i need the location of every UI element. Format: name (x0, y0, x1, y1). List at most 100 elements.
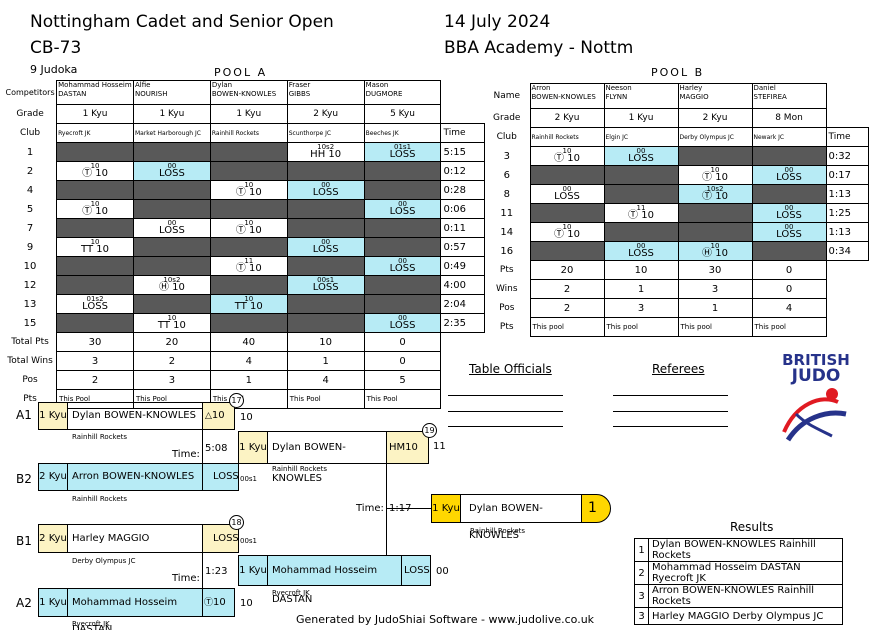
match-cell (56, 313, 134, 333)
venue: BBA Academy - Nottm (444, 38, 634, 58)
score-detail: 10 (244, 181, 254, 190)
match-cell (132, 237, 211, 257)
match-time: 2:04 (440, 294, 485, 314)
match-18-time: 1:23 (205, 566, 228, 577)
pts-value: This Pool (286, 389, 365, 409)
score-detail: 00 (398, 257, 407, 266)
match-cell (209, 161, 288, 181)
time-header: Time (440, 123, 485, 143)
seed-a1: A1 (16, 408, 32, 422)
match-time: 2:35 (440, 313, 485, 333)
competitor-grade: 2 Kyu (677, 108, 753, 128)
total-pts-value: 30 (56, 332, 134, 352)
b2-club: Rainhill Rockets (72, 495, 128, 503)
score-detail: 00 (562, 185, 572, 194)
match-19-number: 19 (422, 423, 437, 438)
match-time: 1:25 (825, 203, 869, 223)
judoka-count: 9 Judoka (30, 63, 78, 76)
score-detail: 00 (784, 204, 794, 213)
pos-value: 2 (529, 298, 605, 318)
match-time: 5:15 (440, 142, 485, 162)
pts-label: Pts (23, 394, 37, 404)
final-name: Dylan BOWEN-KNOWLES (460, 494, 582, 541)
score-detail: 11 (636, 204, 646, 213)
match-cell (363, 237, 442, 257)
match-cell (56, 218, 134, 238)
semi1-grade: 1 Kyu (238, 431, 268, 464)
spacer (826, 318, 868, 337)
match-result: LOSS (312, 187, 339, 198)
match-cell (209, 275, 288, 295)
competitor-club: Newark JC (751, 127, 827, 147)
match-cell (363, 275, 442, 295)
score-detail: 10 (710, 242, 720, 251)
pts-value: 0 (751, 260, 827, 280)
pts-value: This Pool (363, 389, 442, 409)
match-18-number: 18 (229, 515, 244, 530)
match-result: LOSS (389, 149, 416, 160)
competitor-grade: 2 Kyu (286, 104, 365, 124)
score-detail: 10 (244, 219, 254, 228)
event-title: Nottingham Cadet and Senior Open (30, 12, 334, 32)
match-result: LOSS (554, 191, 580, 202)
spacer (826, 261, 868, 280)
match-cell (209, 142, 288, 162)
total-pts-label: Total Pts (11, 337, 49, 347)
seed-b1: B1 (16, 534, 32, 548)
match-result: LOSS (159, 225, 185, 236)
table-officials-label: Table Officials (469, 362, 552, 376)
referees-line (613, 426, 728, 427)
match-result: Ⓣ 10 (554, 153, 580, 164)
total-wins-value: 2 (132, 351, 211, 371)
score-detail: 11 (244, 257, 254, 266)
match-result: Ⓣ 10 (628, 210, 654, 221)
a2-club: Ryecroft JK (72, 620, 110, 628)
time-header: Time (825, 127, 869, 147)
competitor-grade: 2 Kyu (529, 108, 605, 128)
seed-a2: A2 (16, 596, 32, 610)
score-detail: 00 (636, 242, 646, 251)
wins-value: 3 (677, 279, 753, 299)
match-cell (286, 199, 365, 219)
match-time: 0:34 (825, 241, 869, 261)
total-pts-value: 0 (363, 332, 442, 352)
match-result: Ⓣ 10 (235, 187, 262, 198)
match-cell (286, 313, 365, 333)
match-number: 13 (23, 298, 37, 310)
wins-value: 0 (751, 279, 827, 299)
pts2-label: Pts (499, 322, 514, 332)
warning-icon: △ (205, 411, 212, 421)
pool-b-title: POOL B (651, 66, 705, 79)
category: CB-73 (30, 38, 82, 58)
pos-value: 5 (363, 370, 442, 390)
match-cell (751, 146, 827, 166)
competitor-club: Rainhill Rockets (209, 123, 288, 143)
competitors-label: Competitors (5, 88, 55, 97)
match-number: 15 (23, 317, 37, 329)
match-result: LOSS (776, 210, 802, 221)
